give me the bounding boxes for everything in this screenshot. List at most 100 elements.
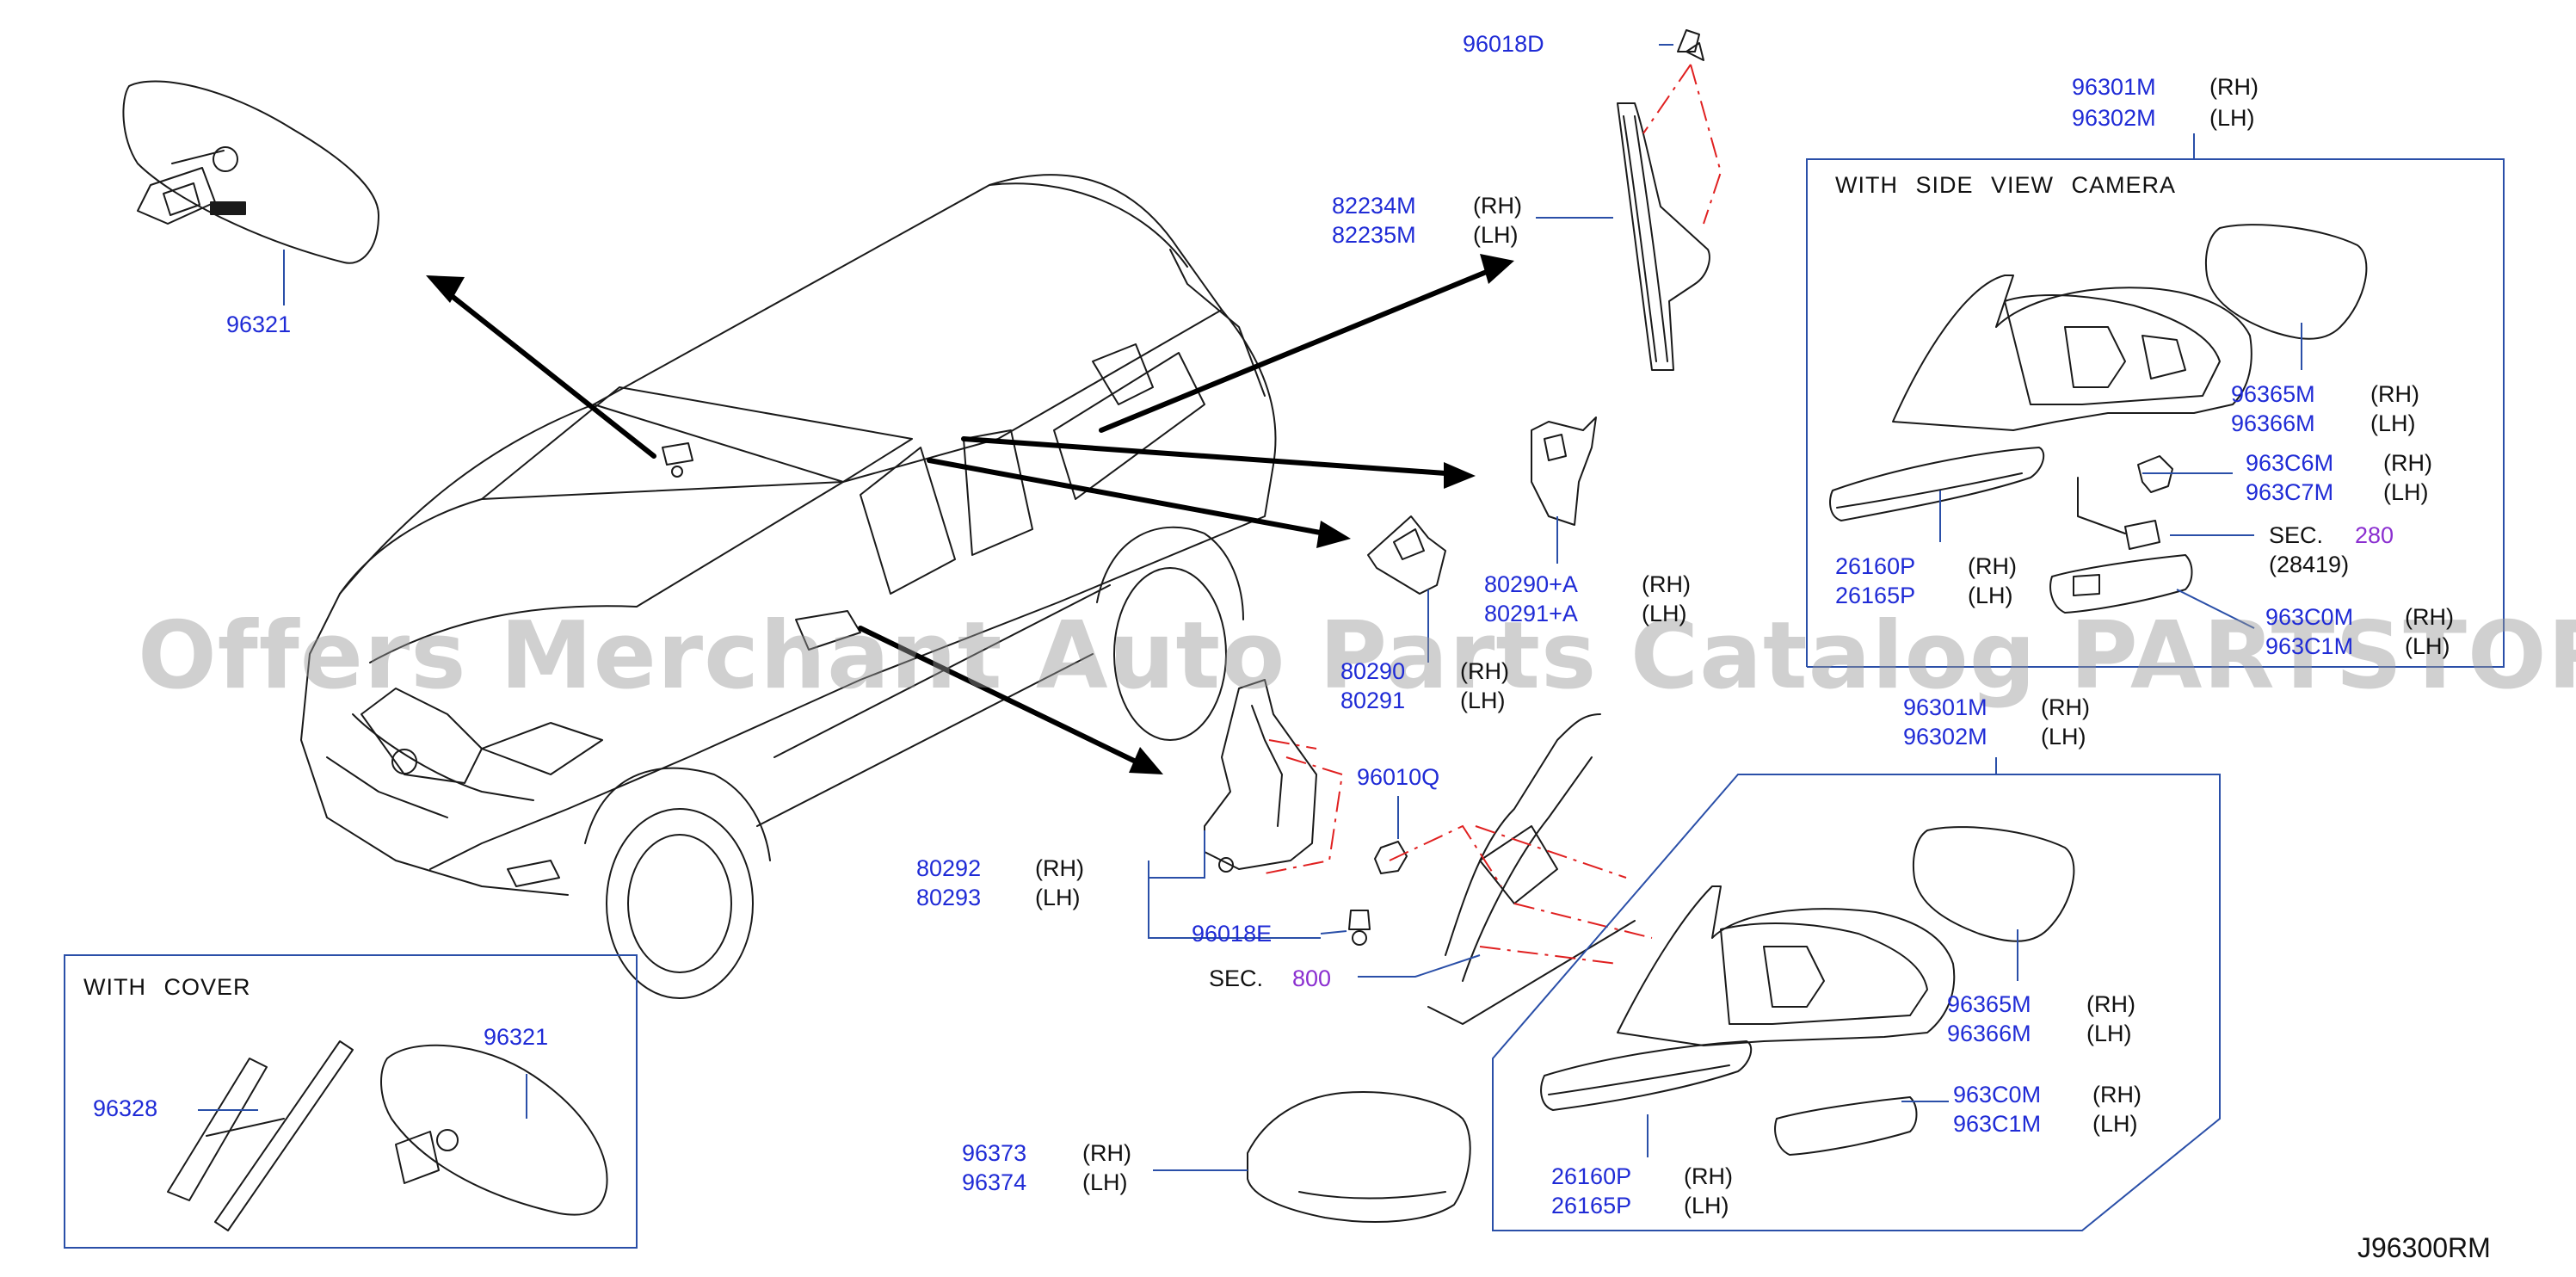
with-side-view-camera-box — [1806, 158, 2505, 668]
section-ref-280-sub: (28419) — [2269, 552, 2350, 577]
side-label: (RH) — [1035, 855, 1084, 881]
part-label-96366M-camera[interactable]: 96366M — [2231, 410, 2315, 436]
with-cover-title: WITH COVER — [83, 974, 251, 1000]
side-label: (RH) — [1968, 553, 2017, 579]
side-label: (RH) — [1473, 193, 1522, 219]
part-label-80293[interactable]: 80293 — [916, 885, 982, 910]
side-label: (LH) — [2383, 479, 2429, 505]
side-label: (LH) — [2405, 633, 2450, 659]
part-label-963C0M-standard[interactable]: 963C0M — [1953, 1082, 2042, 1107]
side-label: (LH) — [2086, 1021, 2132, 1046]
vehicle-outline — [300, 174, 1277, 999]
part-label-26165P-standard[interactable]: 26165P — [1551, 1193, 1632, 1218]
mirror-cover-part — [1247, 1091, 1471, 1223]
side-label: (RH) — [2405, 604, 2454, 630]
watermark: Offers Merchant Auto Parts Catalog PARTS… — [138, 602, 2576, 710]
corner-cover-part — [1204, 679, 1317, 873]
part-label-80291A[interactable]: 80291+A — [1484, 601, 1578, 626]
with-cover-box — [64, 954, 638, 1249]
arrow-head-finisher-upper — [1444, 462, 1476, 489]
side-label: (LH) — [1473, 222, 1519, 248]
side-label: (RH) — [1684, 1163, 1733, 1189]
part-label-96365M-camera[interactable]: 96365M — [2231, 381, 2315, 407]
camera-unit-part — [2077, 455, 2173, 550]
side-label: (RH) — [2209, 74, 2259, 100]
arrow-head-sash — [1480, 254, 1514, 284]
part-label-96374[interactable]: 96374 — [962, 1169, 1027, 1195]
side-label: (RH) — [2092, 1082, 2142, 1107]
sash-finisher-part — [1617, 29, 1710, 371]
part-label-26160P-camera[interactable]: 26160P — [1835, 553, 1916, 579]
side-label: (LH) — [2370, 410, 2416, 436]
part-label-96301M-top[interactable]: 96301M — [2072, 74, 2156, 100]
part-label-96328[interactable]: 96328 — [93, 1095, 158, 1121]
pointer-arrows — [445, 268, 1491, 764]
side-label: (RH) — [2086, 991, 2135, 1017]
side-label: (RH) — [2383, 450, 2432, 476]
side-label: (LH) — [1082, 1169, 1128, 1195]
mirror-assembly-camera-part — [1892, 275, 2252, 431]
part-label-96018D[interactable]: 96018D — [1463, 31, 1544, 57]
clip-96010Q — [1374, 841, 1408, 874]
side-label: (LH) — [1684, 1193, 1729, 1218]
with-side-view-camera-title: WITH SIDE VIEW CAMERA — [1835, 172, 2177, 198]
mirror-glass-standard-part — [1912, 826, 2075, 942]
side-label: (RH) — [1082, 1140, 1131, 1166]
part-label-96302M-top[interactable]: 96302M — [2072, 105, 2156, 131]
part-label-963C1M-camera[interactable]: 963C1M — [2265, 633, 2354, 659]
part-label-963C1M-standard[interactable]: 963C1M — [1953, 1111, 2042, 1137]
section-ref-800[interactable]: 800 — [1292, 965, 1332, 991]
side-label: (RH) — [2041, 694, 2090, 720]
clip-96018E — [1348, 910, 1371, 946]
section-ref-280-prefix: SEC. — [2269, 522, 2324, 548]
part-label-80290[interactable]: 80290 — [1340, 658, 1406, 684]
finisher-upper-part — [1531, 416, 1597, 526]
side-label: (RH) — [2370, 381, 2419, 407]
finisher-lower-part — [1367, 515, 1446, 595]
side-label: (LH) — [2209, 105, 2255, 131]
part-label-96010Q[interactable]: 96010Q — [1357, 764, 1440, 790]
part-label-82235M[interactable]: 82235M — [1332, 222, 1416, 248]
part-label-963C7M[interactable]: 963C7M — [2246, 479, 2334, 505]
part-label-80291[interactable]: 80291 — [1340, 688, 1406, 713]
arrow-head-corner-cover — [1129, 747, 1163, 774]
part-label-82234M[interactable]: 82234M — [1332, 193, 1416, 219]
side-label: (LH) — [1460, 688, 1506, 713]
section-ref-280[interactable]: 280 — [2355, 522, 2394, 548]
rearview-mirror-cover-part — [380, 1044, 608, 1216]
side-label: (LH) — [1642, 601, 1687, 626]
side-label: (LH) — [2092, 1111, 2138, 1137]
mirror-assembly-standard-part — [1617, 885, 1956, 1046]
mirror-glass-camera-part — [2204, 224, 2368, 340]
part-label-26165P-camera[interactable]: 26165P — [1835, 583, 1916, 608]
side-label: (RH) — [1460, 658, 1509, 684]
part-label-96366M-standard[interactable]: 96366M — [1947, 1021, 2031, 1046]
lamp-base-camera-part — [2049, 554, 2193, 614]
arrow-head-finisher-lower — [1316, 521, 1351, 548]
part-label-96321-cover[interactable]: 96321 — [484, 1024, 549, 1050]
diagram-code: J96300RM — [2357, 1232, 2491, 1263]
part-label-26160P-standard[interactable]: 26160P — [1551, 1163, 1632, 1189]
part-label-96301M-mid[interactable]: 96301M — [1903, 694, 1987, 720]
part-label-80290A[interactable]: 80290+A — [1484, 571, 1578, 597]
section-ref-800-prefix: SEC. — [1209, 965, 1264, 991]
part-label-80292[interactable]: 80292 — [916, 855, 982, 881]
turn-lamp-standard-part — [1540, 1040, 1753, 1111]
part-label-96365M-standard[interactable]: 96365M — [1947, 991, 2031, 1017]
part-label-96373[interactable]: 96373 — [962, 1140, 1027, 1166]
part-label-96018E[interactable]: 96018E — [1192, 921, 1273, 947]
turn-lamp-camera-part — [1829, 447, 2045, 521]
part-label-96302M-mid[interactable]: 96302M — [1903, 724, 1987, 750]
part-label-963C0M-camera[interactable]: 963C0M — [2265, 604, 2354, 630]
part-label-963C6M[interactable]: 963C6M — [2246, 450, 2334, 476]
leader-lines — [198, 44, 2302, 1171]
part-label-96321-main[interactable]: 96321 — [226, 312, 292, 337]
arrow-head-rearview — [426, 275, 465, 303]
rearview-mirror-part — [122, 80, 379, 264]
side-label: (RH) — [1642, 571, 1691, 597]
guide-lines — [1264, 64, 1722, 965]
side-label: (LH) — [1968, 583, 2013, 608]
lamp-base-standard-part — [1774, 1096, 1918, 1156]
mirror-cover-bracket-part — [167, 1040, 354, 1231]
